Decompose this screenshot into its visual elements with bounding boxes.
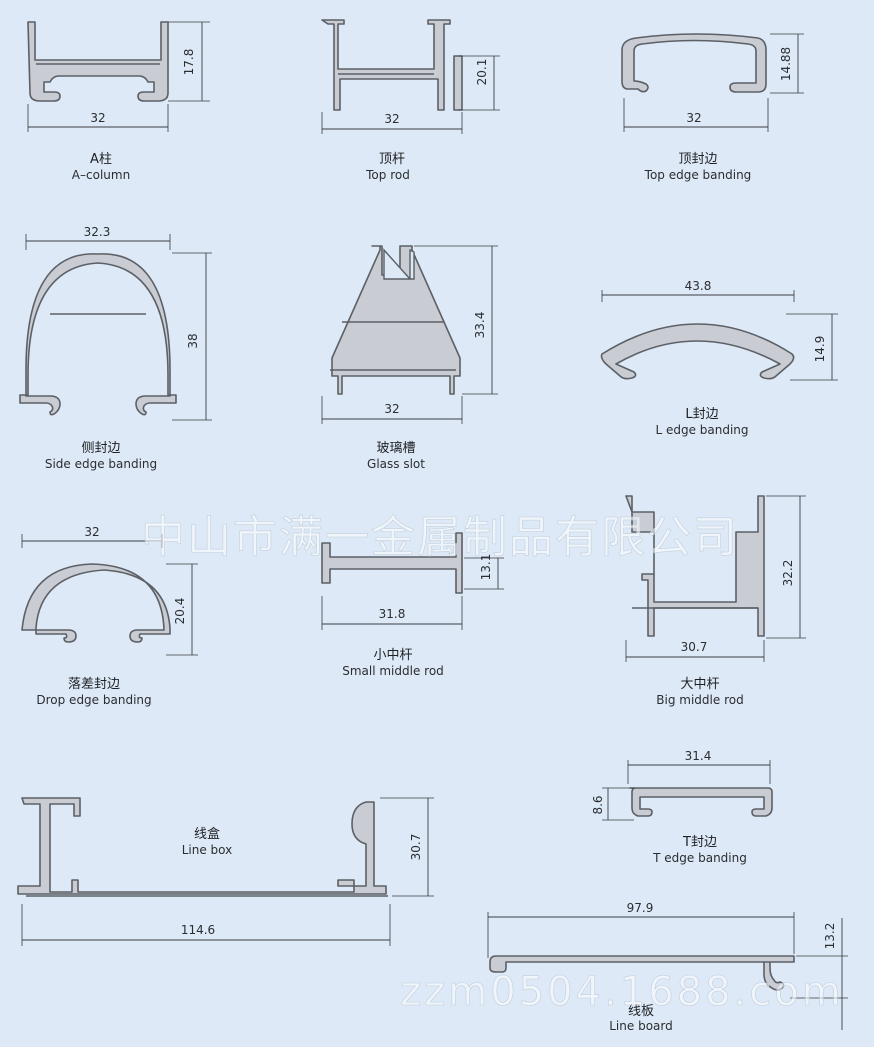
small-middle-rod-height: 13.1	[479, 554, 493, 581]
top-rod-shape	[321, 19, 463, 111]
line-board-name-cn: 线板	[628, 1004, 654, 1019]
top-edge-banding-shape	[621, 33, 767, 93]
small-middle-rod-name-cn: 小中杆	[373, 648, 412, 663]
drop-edge-banding-shape	[21, 563, 171, 643]
profile-side-edge-banding: 32.3 38 侧封边 Side edge banding	[19, 225, 212, 471]
profile-line-board: 97.9 13.2 线板 Line board	[487, 901, 848, 1033]
drop-edge-banding-height: 20.4	[173, 598, 187, 625]
line-board-width: 97.9	[627, 901, 654, 915]
top-rod-name-cn: 顶杆	[379, 152, 405, 167]
big-middle-rod-name-en: Big middle rod	[656, 693, 743, 707]
glass-slot-height: 33.4	[473, 312, 487, 339]
top-edge-banding-width: 32	[686, 111, 701, 125]
glass-slot-name-cn: 玻璃槽	[376, 441, 415, 456]
t-edge-banding-height: 8.6	[591, 795, 605, 814]
profile-t-edge-banding: 31.4 8.6 T封边 T edge banding	[591, 749, 773, 865]
profile-small-middle-rod: 31.8 13.1 小中杆 Small middle rod	[321, 532, 504, 678]
profile-top-rod: 32 20.1 顶杆 Top rod	[321, 19, 500, 182]
glass-slot-shape	[330, 245, 461, 395]
side-edge-banding-name-en: Side edge banding	[45, 457, 157, 471]
t-edge-banding-shape	[629, 787, 773, 817]
profile-a-column: 32 17.8 A柱 A–column	[27, 21, 210, 182]
drop-edge-banding-name-cn: 落差封边	[68, 677, 120, 692]
t-edge-banding-name-en: T edge banding	[652, 851, 747, 865]
a-column-height: 17.8	[182, 49, 196, 76]
top-edge-banding-name-cn: 顶封边	[678, 152, 717, 167]
small-middle-rod-width: 31.8	[379, 607, 406, 621]
l-edge-banding-width: 43.8	[685, 279, 712, 293]
profile-l-edge-banding: 43.8 14.9 L封边 L edge banding	[600, 279, 838, 437]
small-middle-rod-shape	[321, 532, 463, 594]
top-edge-banding-name-en: Top edge banding	[644, 168, 752, 182]
t-edge-banding-width: 31.4	[685, 749, 712, 763]
a-column-width: 32	[90, 111, 105, 125]
profile-line-box: 114.6 30.7 线盒 Line box	[17, 797, 434, 946]
profile-big-middle-rod: 30.7 32.2 大中杆 Big middle rod	[625, 495, 806, 707]
a-column-name-en: A–column	[72, 168, 130, 182]
small-middle-rod-name-en: Small middle rod	[342, 664, 444, 678]
glass-slot-width: 32	[384, 402, 399, 416]
profile-drop-edge-banding: 32 20.4 落差封边 Drop edge banding	[21, 525, 198, 707]
line-board-height: 13.2	[823, 923, 837, 950]
glass-slot-name-en: Glass slot	[367, 457, 425, 471]
l-edge-banding-name-cn: L封边	[685, 407, 718, 422]
l-edge-banding-name-en: L edge banding	[655, 423, 748, 437]
side-edge-banding-name-cn: 侧封边	[81, 441, 120, 456]
drop-edge-banding-width: 32	[84, 525, 99, 539]
line-box-width: 114.6	[181, 923, 215, 937]
watermark-site: zzm0504.1688.com	[400, 969, 843, 1015]
top-rod-name-en: Top rod	[365, 168, 410, 182]
big-middle-rod-height: 32.2	[781, 560, 795, 587]
line-box-name-cn: 线盒	[194, 826, 220, 842]
l-edge-banding-height: 14.9	[813, 336, 827, 363]
top-rod-height: 20.1	[475, 59, 489, 86]
top-edge-banding-height: 14.88	[779, 47, 793, 81]
side-edge-banding-shape	[19, 253, 177, 416]
big-middle-rod-name-cn: 大中杆	[680, 677, 719, 692]
top-rod-width: 32	[384, 112, 399, 126]
profile-top-edge-banding: 32 14.88 顶封边 Top edge banding	[621, 33, 804, 182]
line-board-name-en: Line board	[609, 1019, 672, 1033]
l-edge-banding-shape	[600, 323, 795, 380]
side-edge-banding-height: 38	[186, 333, 200, 348]
line-box-name-en: Line box	[182, 843, 233, 857]
line-box-height: 30.7	[409, 834, 423, 861]
a-column-name-cn: A柱	[90, 152, 112, 167]
line-box-shape	[17, 797, 388, 897]
a-column-shape	[27, 21, 169, 102]
t-edge-banding-name-cn: T封边	[682, 835, 717, 850]
profile-glass-slot: 32 33.4 玻璃槽 Glass slot	[321, 245, 498, 471]
side-edge-banding-width: 32.3	[84, 225, 111, 239]
line-board-shape	[489, 955, 795, 991]
watermark-company: 中山市满一金属制品有限公司	[141, 512, 739, 563]
big-middle-rod-width: 30.7	[681, 640, 708, 654]
drop-edge-banding-name-en: Drop edge banding	[36, 693, 151, 707]
